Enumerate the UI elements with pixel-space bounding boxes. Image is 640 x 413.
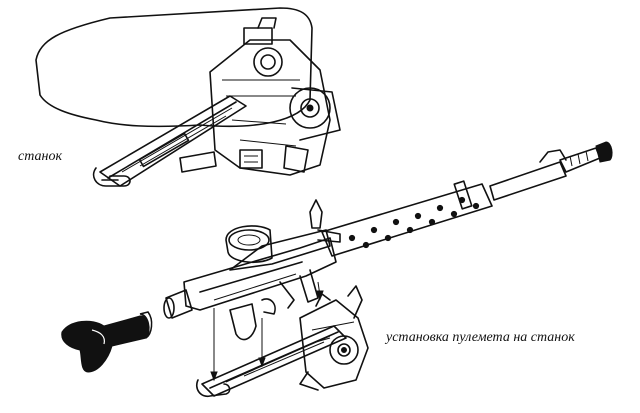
barrel-jacket <box>321 183 493 257</box>
gun-assembly-illustration <box>163 141 613 398</box>
muzzle-cap <box>595 141 613 163</box>
cooling-holes <box>348 196 480 249</box>
mount-ring <box>253 47 283 77</box>
lower-mount-housing <box>299 299 369 389</box>
mount-shield <box>35 7 313 128</box>
rear-sight <box>309 199 323 229</box>
pistol-grip <box>229 303 257 341</box>
mount-caption: станок <box>18 149 62 164</box>
mount-rail <box>99 95 247 187</box>
lower-mount-hub <box>329 335 359 365</box>
butt-stock <box>61 315 150 373</box>
mount-housing <box>209 39 331 176</box>
receiver <box>183 237 337 311</box>
mount-jaw <box>92 167 131 187</box>
lower-mount-rail <box>201 325 347 397</box>
mount-illustration <box>35 7 341 187</box>
assembly-caption: установка пулемета на станок <box>386 330 575 345</box>
barrel-muzzle <box>489 161 567 201</box>
mount-hub <box>289 87 331 129</box>
butt-stock-illustration <box>61 311 153 373</box>
drum-magazine <box>225 225 273 264</box>
receiver-cap <box>165 289 193 319</box>
